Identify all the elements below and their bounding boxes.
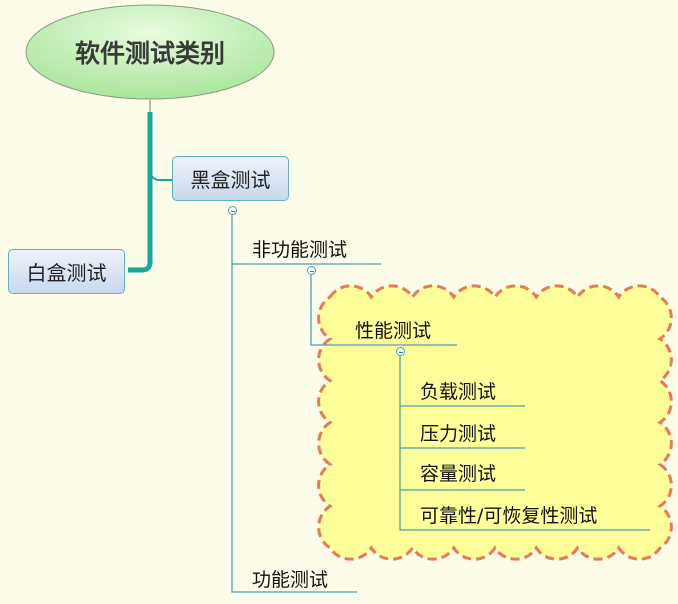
collapse-toggle-icon[interactable] [228, 206, 237, 215]
main-branch-line [128, 112, 153, 273]
topic-performance-testing[interactable]: 性能测试 [355, 320, 432, 342]
topic-load-testing[interactable]: 负载测试 [420, 381, 497, 403]
collapse-toggle-icon[interactable] [307, 266, 316, 275]
topic-functional-testing[interactable]: 功能测试 [252, 569, 329, 591]
topic-non-functional-testing[interactable]: 非功能测试 [252, 239, 348, 261]
topic-volume-testing[interactable]: 容量测试 [420, 463, 497, 485]
collapse-toggle-icon[interactable] [396, 347, 405, 356]
topic-white-box-testing[interactable]: 白盒测试 [8, 249, 125, 294]
root-topic[interactable]: 软件测试类别 [74, 39, 225, 68]
boundary-cloud [317, 284, 673, 561]
topic-reliability-testing[interactable]: 可靠性/可恢复性测试 [420, 505, 598, 527]
topic-black-box-testing[interactable]: 黑盒测试 [172, 156, 289, 201]
topic-stress-testing[interactable]: 压力测试 [420, 423, 497, 445]
root-ellipse[interactable] [25, 4, 275, 100]
